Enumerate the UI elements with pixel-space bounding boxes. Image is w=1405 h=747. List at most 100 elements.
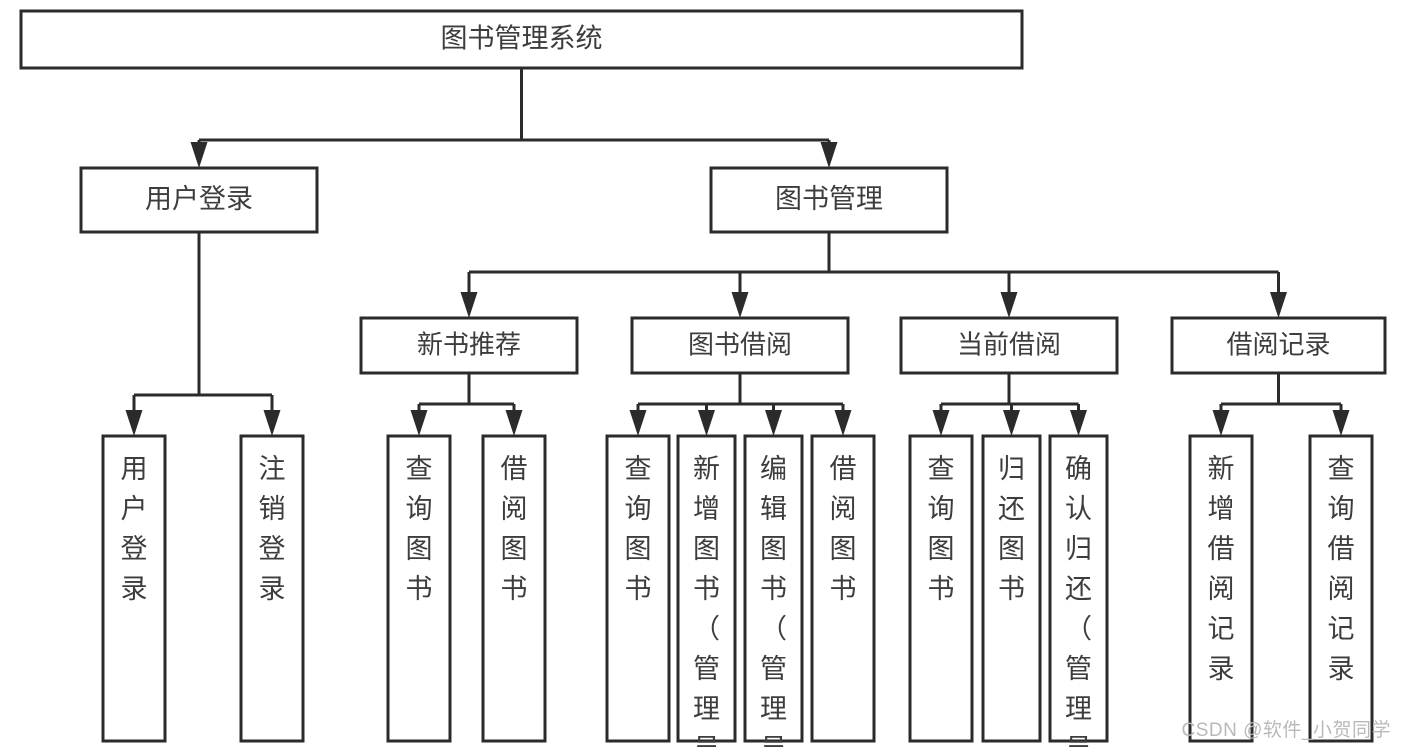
node-leaf-return-book-label-char: 还 — [998, 494, 1025, 524]
arrow-head-icon — [834, 410, 852, 436]
connector-group-current-borrow — [932, 373, 1087, 436]
node-leaf-add-record-label-char: 借 — [1208, 534, 1235, 564]
node-leaf-query-book-2-label-char: 图 — [625, 534, 652, 564]
arrow-head-icon — [820, 142, 838, 168]
node-leaf-add-book-label-char: 员 — [693, 734, 720, 747]
arrow-head-icon — [263, 410, 281, 436]
node-leaf-confirm-return-label-char: 理 — [1065, 694, 1092, 724]
node-leaf-query-book-3-label-char: 书 — [928, 574, 955, 604]
connector-group-user-login — [125, 232, 281, 436]
node-current-borrow[interactable]: 当前借阅 — [899, 316, 1119, 375]
node-leaf-query-record-label-char: 阅 — [1328, 574, 1355, 604]
node-leaf-confirm-return-label-char: 还 — [1065, 574, 1092, 604]
node-leaf-borrow-book-1-label-char: 图 — [501, 534, 528, 564]
node-leaf-user-logout-label-char: 销 — [259, 494, 286, 524]
node-leaf-edit-book-box — [743, 434, 804, 743]
node-leaf-query-book-1-label-char: 书 — [406, 574, 433, 604]
node-leaf-edit-book-label-char: 辑 — [760, 494, 787, 524]
node-leaf-query-record-label-char: 借 — [1328, 534, 1355, 564]
arrow-head-icon — [505, 410, 523, 436]
node-leaf-query-book-1-label-char: 查 — [406, 454, 433, 484]
arrow-head-icon — [1003, 410, 1020, 436]
node-leaf-return-book-label-char: 图 — [998, 534, 1025, 564]
node-new-book-recommend-label: 新书推荐 — [417, 329, 521, 359]
node-leaf-query-record-label-char: 记 — [1328, 614, 1355, 644]
node-book-management[interactable]: 图书管理 — [709, 166, 949, 234]
connector-group-new-book-recommend — [410, 373, 523, 436]
node-leaf-query-record-box — [1308, 434, 1374, 743]
connector-group-root — [190, 68, 838, 168]
node-leaf-query-book-3-label-char: 查 — [928, 454, 955, 484]
node-leaf-edit-book-label-char: 员 — [760, 734, 787, 747]
node-root-box — [19, 9, 1024, 70]
arrow-head-icon — [629, 410, 647, 436]
node-leaf-return-book-label-char: 归 — [998, 454, 1025, 484]
node-user-login-label: 用户登录 — [145, 184, 253, 214]
node-leaf-query-book-2-label-char: 查 — [625, 454, 652, 484]
node-leaf-query-record-label-char: 查 — [1328, 454, 1355, 484]
nodes-layer: 图书管理系统用户登录图书管理新书推荐图书借阅当前借阅借阅记录用户登录注销登录查询… — [19, 9, 1387, 747]
node-leaf-confirm-return-label-char: 认 — [1065, 494, 1092, 524]
node-leaf-confirm-return-label-char: 确 — [1065, 454, 1092, 484]
node-leaf-query-book-2-label-char: 询 — [625, 494, 652, 524]
node-leaf-borrow-book-1-box — [481, 434, 547, 743]
node-book-borrow-box — [630, 316, 850, 375]
arrow-head-icon — [1270, 292, 1287, 318]
arrow-head-icon — [125, 410, 143, 436]
node-book-management-label: 图书管理 — [775, 184, 883, 214]
node-leaf-borrow-book-2-label-char: 书 — [830, 574, 857, 604]
node-new-book-recommend[interactable]: 新书推荐 — [359, 316, 579, 375]
node-leaf-confirm-return-box — [1048, 434, 1109, 743]
node-leaf-borrow-book-2-label-char: 图 — [830, 534, 857, 564]
arrow-head-icon — [1332, 410, 1350, 436]
node-leaf-add-record-label-char: 增 — [1208, 494, 1235, 524]
node-leaf-add-book-box — [676, 434, 737, 743]
node-leaf-user-login-box — [101, 434, 167, 743]
node-leaf-add-book-label-char: 书 — [693, 574, 720, 604]
arrow-head-icon — [460, 292, 478, 318]
node-leaf-borrow-book-2-label-char: 借 — [830, 454, 857, 484]
node-leaf-add-book-label-char: 理 — [693, 694, 720, 724]
node-leaf-add-book-label-char: 图 — [693, 534, 720, 564]
node-root[interactable]: 图书管理系统 — [19, 9, 1024, 70]
node-root-label: 图书管理系统 — [441, 24, 603, 54]
node-leaf-user-logout-box — [239, 434, 305, 743]
node-leaf-confirm-return-label-char: （ — [1065, 614, 1092, 644]
node-leaf-edit-book-label-char: 编 — [760, 454, 787, 484]
node-leaf-add-book-label-char: 管 — [693, 654, 720, 684]
arrow-head-icon — [698, 410, 715, 436]
node-leaf-user-login-label-char: 用 — [121, 454, 148, 484]
node-leaf-user-logout-label-char: 登 — [259, 534, 286, 564]
node-leaf-borrow-book-2-label-char: 阅 — [830, 494, 857, 524]
node-borrow-record[interactable]: 借阅记录 — [1170, 316, 1387, 375]
arrow-head-icon — [1070, 410, 1087, 436]
connectors-layer — [125, 68, 1350, 436]
node-leaf-add-book-label-char: 新 — [693, 454, 720, 484]
node-leaf-user-login-label-char: 录 — [121, 574, 148, 604]
node-book-borrow[interactable]: 图书借阅 — [630, 316, 850, 375]
node-leaf-add-record-label-char: 新 — [1208, 454, 1235, 484]
arrow-head-icon — [1212, 410, 1230, 436]
node-leaf-add-record-label-char: 记 — [1208, 614, 1235, 644]
node-leaf-edit-book-label-char: 理 — [760, 694, 787, 724]
node-user-login[interactable]: 用户登录 — [79, 166, 319, 234]
node-current-borrow-label: 当前借阅 — [957, 329, 1061, 359]
connector-group-book-management — [460, 232, 1287, 318]
node-leaf-edit-book-label-char: （ — [760, 614, 787, 644]
node-leaf-query-book-3-label-char: 图 — [928, 534, 955, 564]
connector-group-borrow-record — [1212, 373, 1350, 436]
node-leaf-borrow-book-1-label-char: 阅 — [501, 494, 528, 524]
node-leaf-user-login[interactable]: 用户登录 — [101, 434, 167, 743]
